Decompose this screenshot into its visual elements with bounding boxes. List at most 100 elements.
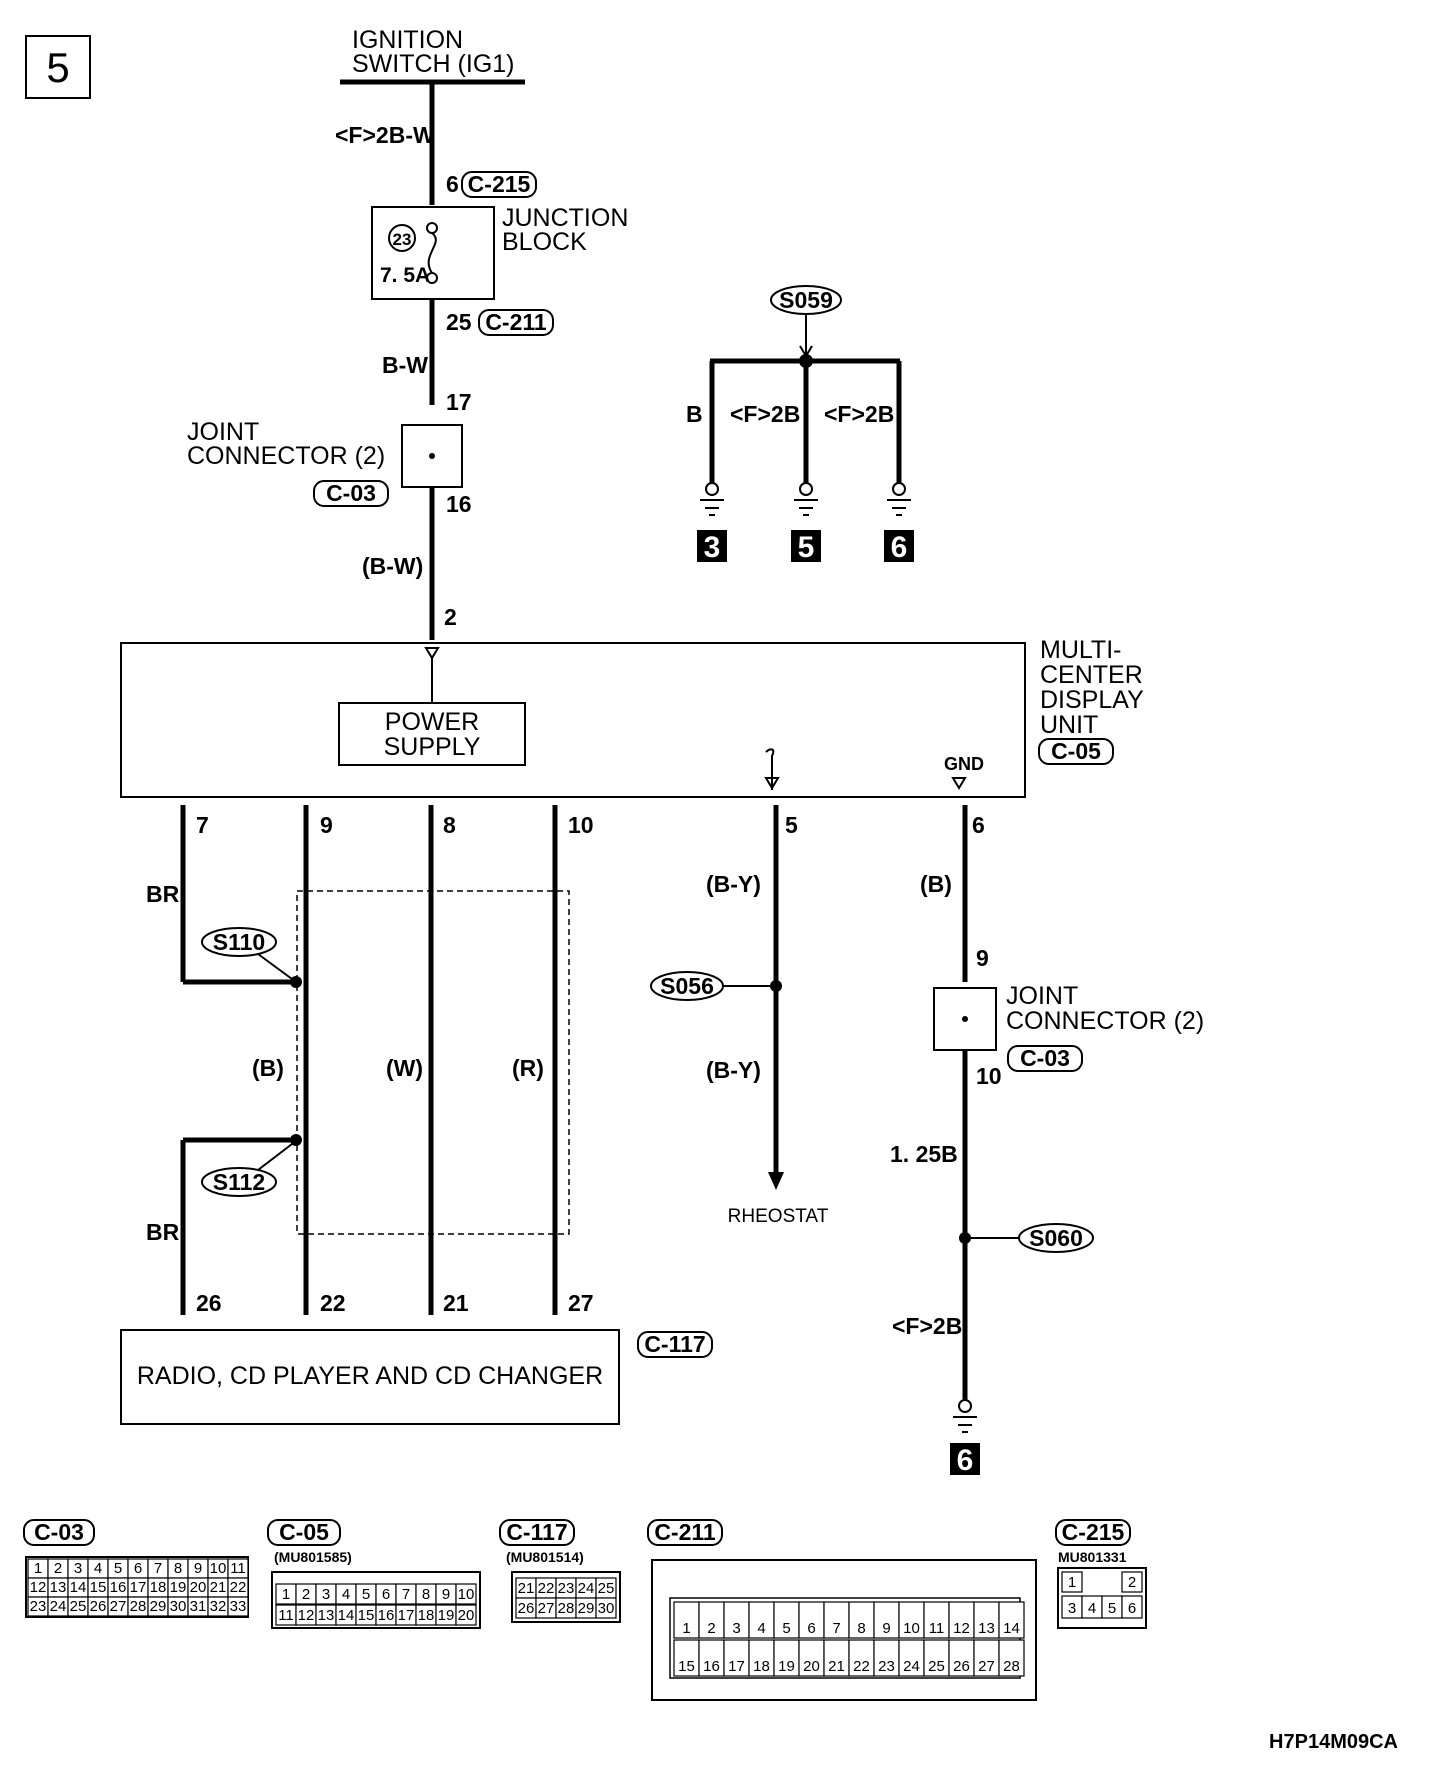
c05-pin-number: 20 [458, 1607, 475, 1624]
c03-pin-number: 14 [70, 1579, 87, 1596]
c117-pin-number: 26 [518, 1600, 535, 1617]
c117-pin-cell [595, 1597, 617, 1619]
c211-pin-cell [823, 1639, 850, 1677]
c03-pin-number: 30 [170, 1598, 187, 1615]
rheostat-arrow [768, 1172, 784, 1190]
c211-pin-cell [898, 1639, 925, 1677]
mcdu-gnd: GND [944, 754, 984, 774]
c03-pin-number: 1 [34, 1560, 42, 1577]
c05-pin-number: 1 [282, 1586, 290, 1603]
power-supply-box [338, 702, 526, 766]
c117-part: (MU801514) [506, 1549, 584, 1565]
rheostat-label: RHEOSTAT [728, 1206, 829, 1227]
rheostat-internal-icon [765, 748, 775, 790]
c05-pin-number: 14 [338, 1607, 355, 1624]
c211-pin-number: 1 [682, 1620, 690, 1637]
mcdu-conn: C-05 [1051, 738, 1101, 764]
joint1-pin-top: 17 [446, 389, 472, 415]
c211-pin-cell [823, 1601, 850, 1639]
c03-pin-number: 2 [54, 1560, 62, 1577]
c03-pin-number: 26 [90, 1598, 107, 1615]
c03-name: C-03 [34, 1519, 84, 1545]
fuse-icon [427, 232, 437, 274]
wire-label-s059-b: B [686, 401, 703, 427]
c03-pin-number: 20 [190, 1579, 207, 1596]
c215-name: C-215 [1062, 1519, 1125, 1545]
c215-pin-number: 6 [1128, 1600, 1136, 1617]
joint1-pin-bot: 16 [446, 491, 472, 517]
joint1-label-1: JOINT [187, 418, 259, 446]
mcdu-box [120, 642, 1026, 798]
c03-pin-number: 24 [50, 1598, 67, 1615]
c211-pin-number: 2 [707, 1620, 715, 1637]
c211-pin-number: 3 [732, 1620, 740, 1637]
splice-s056: S056 [660, 973, 714, 999]
power-supply-label-2: SUPPLY [384, 733, 481, 761]
c05-pin-number: 2 [302, 1586, 310, 1603]
c117-pin-number: 22 [538, 1580, 555, 1597]
c215-pin-cell [1121, 1571, 1143, 1593]
splice-s110-tag [201, 927, 277, 957]
c05-pin-number: 6 [382, 1586, 390, 1603]
c215-pin-cell [1061, 1571, 1083, 1593]
c03-pin-number: 21 [210, 1579, 227, 1596]
joint2-label-1: JOINT [1006, 982, 1078, 1010]
conn-c211-tag [478, 309, 554, 336]
c03-pin-number: 19 [170, 1579, 187, 1596]
joint2-pin-bot: 10 [976, 1063, 1002, 1089]
wire-label-s059-f1: <F>2B [730, 401, 800, 427]
wire-label-125b: 1. 25B [890, 1141, 958, 1167]
c211-pin-cell [748, 1639, 775, 1677]
gnd-arrow-icon [951, 777, 967, 790]
fuse-number: 23 [393, 230, 412, 249]
wire-label-by1: (B-Y) [706, 871, 761, 897]
c211-pin-number: 18 [753, 1658, 770, 1675]
mcdu-pin-8: 8 [443, 812, 456, 838]
c211-pin-number: 27 [978, 1658, 995, 1675]
c05-part: (MU801585) [274, 1549, 352, 1565]
jb-pin-out-conn: C-211 [485, 309, 547, 335]
c211-pin-number: 5 [782, 1620, 790, 1637]
c03-pin-number: 6 [134, 1560, 142, 1577]
ground-number-5: 5 [798, 531, 815, 564]
c03-pin-number: 23 [30, 1598, 47, 1615]
splice-s112: S112 [213, 1169, 265, 1195]
drawing-code: H7P14M09CA [1269, 1731, 1398, 1753]
c117-name: C-117 [506, 1519, 567, 1545]
wire-label-s059-f2: <F>2B [824, 401, 894, 427]
mcdu-conn-tag [1038, 738, 1114, 765]
c211-pin-number: 19 [778, 1658, 795, 1675]
rheostat-arrow-icon [764, 777, 780, 790]
c211-pin-cell [898, 1601, 925, 1639]
c211-pin-number: 6 [807, 1620, 815, 1637]
ground-symbol-6b: 6 [950, 1399, 980, 1477]
c05-pin-number: 13 [318, 1607, 335, 1624]
c117-pin-number: 23 [558, 1580, 575, 1597]
fuse-number-circle [388, 224, 416, 252]
splice-s112-tag [201, 1167, 277, 1197]
mcdu-input-arrow [424, 647, 440, 660]
wire-label-br1: BR [146, 881, 180, 907]
c05-pin-cell [455, 1583, 477, 1605]
c211-pin-cell [698, 1639, 725, 1677]
radio-pin-21: 21 [443, 1290, 469, 1316]
wire-label-w3: (B-W) [362, 553, 423, 579]
wire-label-f2b-gnd: <F>2B [892, 1313, 962, 1339]
wire-label-w: (W) [386, 1055, 423, 1081]
page-number: 5 [46, 44, 69, 91]
mcdu-label-2: CENTER [1040, 661, 1143, 689]
c117-pin-number: 24 [578, 1580, 595, 1597]
c211-name: C-211 [654, 1519, 716, 1545]
s112-pointer [257, 1143, 293, 1171]
joint2-conn-tag [1007, 1045, 1083, 1072]
ground-symbol-3: 3 [697, 482, 727, 564]
c211-pin-number: 12 [953, 1620, 970, 1637]
mcdu-label-1: MULTI- [1040, 636, 1121, 664]
c05-pin-number: 3 [322, 1586, 330, 1603]
splice-s110: S110 [213, 929, 265, 955]
radio-box [120, 1329, 620, 1425]
c211-pin-number: 16 [703, 1658, 720, 1675]
